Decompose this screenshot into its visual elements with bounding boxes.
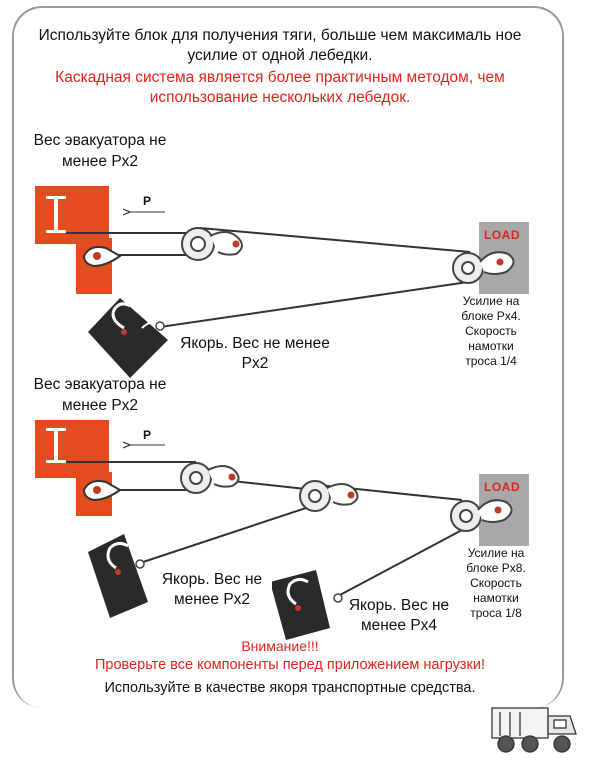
page-frame <box>12 6 564 708</box>
tow-weight-label: Вес эвакуатора не менее Px2 <box>33 132 167 170</box>
snatch-block-icon <box>82 246 122 268</box>
pulley-icon <box>299 480 359 512</box>
load-block-icon <box>450 474 529 548</box>
diagram-2 <box>35 420 529 640</box>
block-force-note: Усилие на блоке Px4. Скорость намотки тр… <box>452 294 530 369</box>
anchor-icon <box>88 534 148 618</box>
anchor-icon <box>88 298 168 378</box>
ropes <box>66 227 471 328</box>
load-label: LOAD <box>484 228 520 242</box>
diagram-1 <box>35 186 529 378</box>
tow-weight-label: Вес эвакуатора не менее Px2 <box>33 376 167 414</box>
anchor-weight-label: Якорь. Вес не менее Px2 <box>152 570 272 610</box>
warning-use: Используйте в качестве якоря транспортны… <box>104 680 476 696</box>
pulley-icon <box>181 227 243 261</box>
anchor-weight-label: Якорь. Вес не менее Px2 <box>170 334 340 374</box>
load-block-icon <box>452 222 529 296</box>
pull-label: P <box>143 428 152 442</box>
warning-check: Проверьте все компоненты перед приложени… <box>94 657 486 673</box>
army-truck-icon <box>491 707 577 753</box>
anchor-icon <box>270 570 343 640</box>
load-label: LOAD <box>484 480 520 494</box>
tow-truck-icon <box>35 420 112 516</box>
snatch-block-icon <box>82 480 122 502</box>
pull-label: P <box>143 194 152 208</box>
pulley-icon <box>180 462 240 494</box>
header-cascade-note: Каскадная система является более практич… <box>55 69 505 106</box>
header-intro: Используйте блок для получения тяги, бол… <box>38 27 522 64</box>
warning-title: Внимание!!! <box>241 638 319 654</box>
anchor-weight-label: Якорь. Вес не менее Px4 <box>344 596 454 636</box>
ropes <box>66 461 463 597</box>
block-force-note: Усилие на блоке Px8. Скорость намотки тр… <box>456 546 536 621</box>
tow-truck-icon <box>35 186 112 294</box>
